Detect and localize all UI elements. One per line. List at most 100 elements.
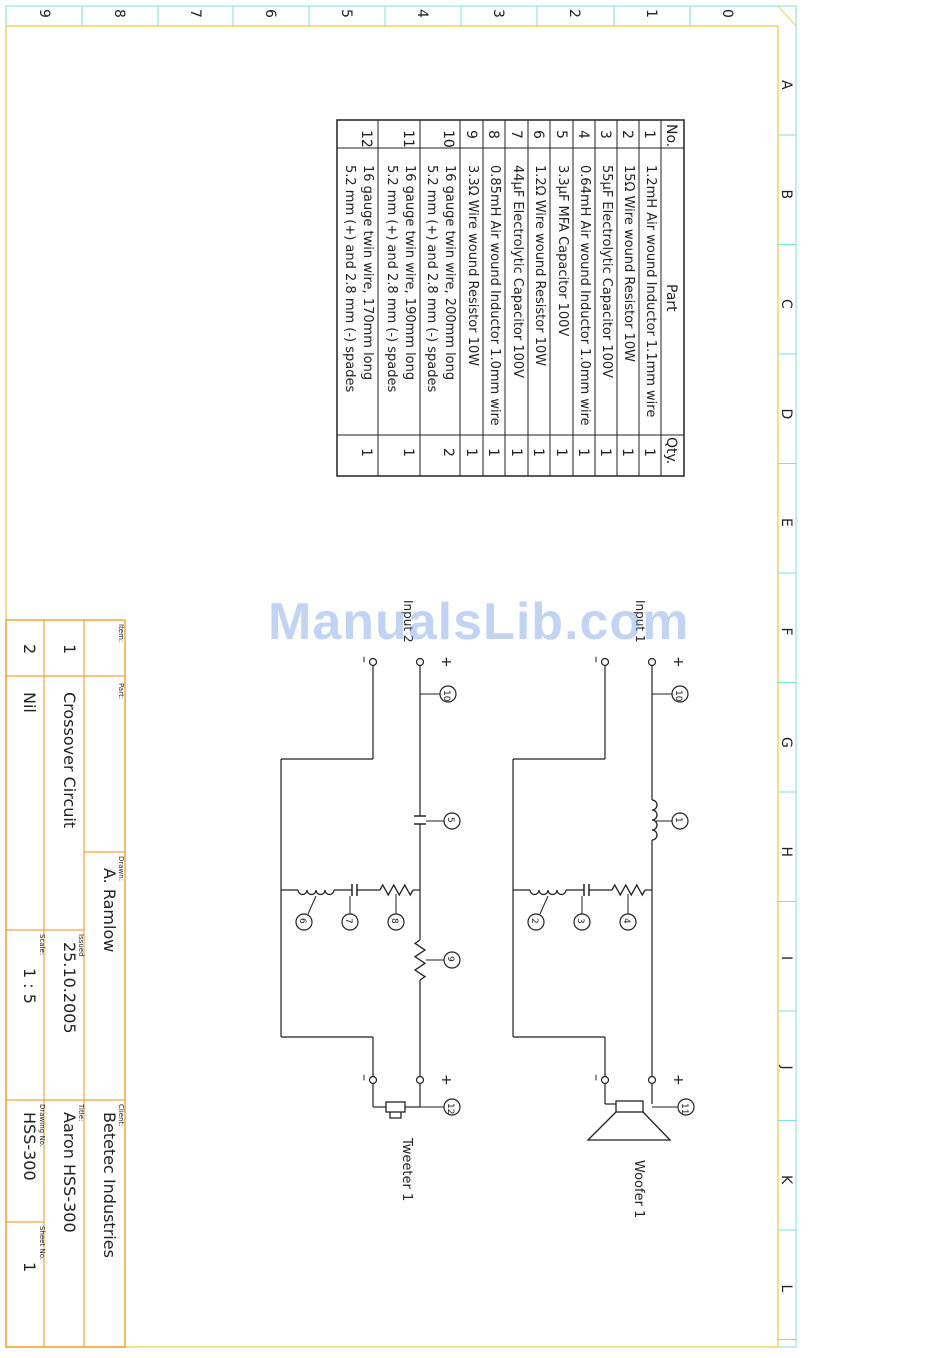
minus-sign: – xyxy=(588,656,604,663)
drawing-no-value: HSS-300 xyxy=(20,1112,39,1181)
inductor-symbol xyxy=(529,889,567,896)
zone-letter: D xyxy=(778,409,794,420)
title-header: Title: xyxy=(77,1103,85,1121)
balloon-label: 2 xyxy=(529,918,539,924)
item-header: Item: xyxy=(117,624,125,642)
title-block-border xyxy=(5,619,126,1348)
terminal xyxy=(600,1075,610,1085)
row-qty: 1 xyxy=(619,448,635,457)
row-part: 44μF Electrolytic Capacitor 100V xyxy=(510,165,525,378)
row-no: 6 xyxy=(530,130,546,139)
terminal xyxy=(600,657,610,667)
balloon-label: 10 xyxy=(441,690,451,702)
client-value: Betetec Industries xyxy=(100,1112,119,1258)
row-qty: 1 xyxy=(641,448,657,457)
row-qty: 1 xyxy=(553,448,569,457)
row-part: 5.2 mm (+) and 2.8 mm (-) spades xyxy=(384,165,399,392)
zone-letter: J xyxy=(778,1065,794,1070)
row-part: 16 gauge twin wire, 170mm long xyxy=(360,165,375,380)
sheet-no-value: 1 xyxy=(20,1262,39,1272)
resistor-symbol xyxy=(611,883,646,897)
row-no: 9 xyxy=(463,130,479,139)
row-qty: 1 xyxy=(530,448,546,457)
row-part: 55μF Electrolytic Capacitor 100V xyxy=(599,165,614,378)
drawn-header: Drawn: xyxy=(117,856,125,881)
part-header: Part: xyxy=(117,683,125,699)
row-part: 16 gauge twin wire, 200mm long xyxy=(442,165,457,380)
header-qty: Qty. xyxy=(663,437,679,464)
input2-label: Input 2 xyxy=(401,600,415,643)
woofer-label: Woofer 1 xyxy=(631,1160,646,1218)
zone-letter: C xyxy=(778,299,794,309)
row-no: 5 xyxy=(553,130,569,139)
issued-value: 25.10.2005 xyxy=(60,942,79,1034)
item-part: Nil xyxy=(20,692,39,713)
zone-number: 0 xyxy=(719,9,735,18)
balloon-label: 7 xyxy=(343,918,353,924)
minus-sign: – xyxy=(588,1074,604,1081)
zone-letter: B xyxy=(778,190,794,200)
input1-label: Input 1 xyxy=(633,600,647,643)
inductor-symbol xyxy=(297,889,335,896)
zone-letter: E xyxy=(778,518,794,527)
row-no: 2 xyxy=(619,130,635,139)
resistor-symbol xyxy=(413,939,427,981)
row-qty: 1 xyxy=(575,448,591,457)
row-qty: 1 xyxy=(485,448,501,457)
row-part: 3.3Ω Wire wound Resistor 10W xyxy=(465,165,480,366)
zone-number: 8 xyxy=(111,9,127,18)
leader xyxy=(307,895,317,915)
row-qty: 1 xyxy=(597,448,613,457)
balloon-label: 6 xyxy=(297,918,307,924)
zone-letter: F xyxy=(778,628,794,636)
terminal xyxy=(368,657,378,667)
row-no: 1 xyxy=(641,130,657,139)
balloon-label: 8 xyxy=(389,918,399,924)
balloon-label: 10 xyxy=(673,690,683,702)
plus-sign: + xyxy=(438,656,454,668)
zone-number: 1 xyxy=(643,9,659,18)
row-no: 4 xyxy=(575,130,591,139)
terminal xyxy=(647,657,657,667)
zone-letter: H xyxy=(778,847,794,858)
drawing-no-header: Drawing No. xyxy=(38,1104,46,1147)
title-block: Item:Part:Drawn:Client:IssuedTitle:Scale… xyxy=(5,619,126,1348)
row-part: 0.85mH Air wound Inductor 1.0mm wire xyxy=(487,165,502,426)
plus-sign: + xyxy=(670,1074,686,1086)
zone-number: 5 xyxy=(338,9,354,18)
zone-letter: G xyxy=(778,737,794,748)
header-no: No. xyxy=(663,124,679,147)
minus-sign: – xyxy=(356,656,372,663)
row-part: 1.2mH Air wound Inductor 1.1mm wire xyxy=(643,165,658,417)
minus-sign: – xyxy=(356,1074,372,1081)
leader xyxy=(539,895,549,915)
zone-number: 7 xyxy=(187,9,203,18)
inductor-symbol xyxy=(651,799,658,841)
issued-header: Issued xyxy=(77,934,85,957)
row-part: 0.64mH Air wound Inductor 1.0mm wire xyxy=(577,165,592,426)
balloon-label: 12 xyxy=(445,1103,455,1114)
row-part: 1.2Ω Wire wound Resistor 10W xyxy=(532,165,547,366)
zone-letter: L xyxy=(778,1285,794,1293)
plus-sign: + xyxy=(670,656,686,668)
row-no: 12 xyxy=(358,130,374,148)
balloon xyxy=(527,913,545,931)
balloon-label: 3 xyxy=(575,918,585,924)
client-header: Client: xyxy=(117,1104,125,1127)
row-part: 15Ω Wire wound Resistor 10W xyxy=(621,165,636,362)
terminal xyxy=(368,1075,378,1085)
row-no: 3 xyxy=(597,130,613,139)
watermark: ManualsLib.com xyxy=(268,593,690,651)
row-qty: 1 xyxy=(508,448,524,457)
zone-letter: I xyxy=(778,956,794,960)
corner-line xyxy=(777,5,797,27)
row-qty: 1 xyxy=(400,448,416,457)
woofer-magnet xyxy=(615,1100,644,1113)
zone-number: 6 xyxy=(262,9,278,18)
item-number: 1 xyxy=(60,644,79,654)
row-part: 3.3μF MFA Capacitor 100V xyxy=(555,165,570,336)
